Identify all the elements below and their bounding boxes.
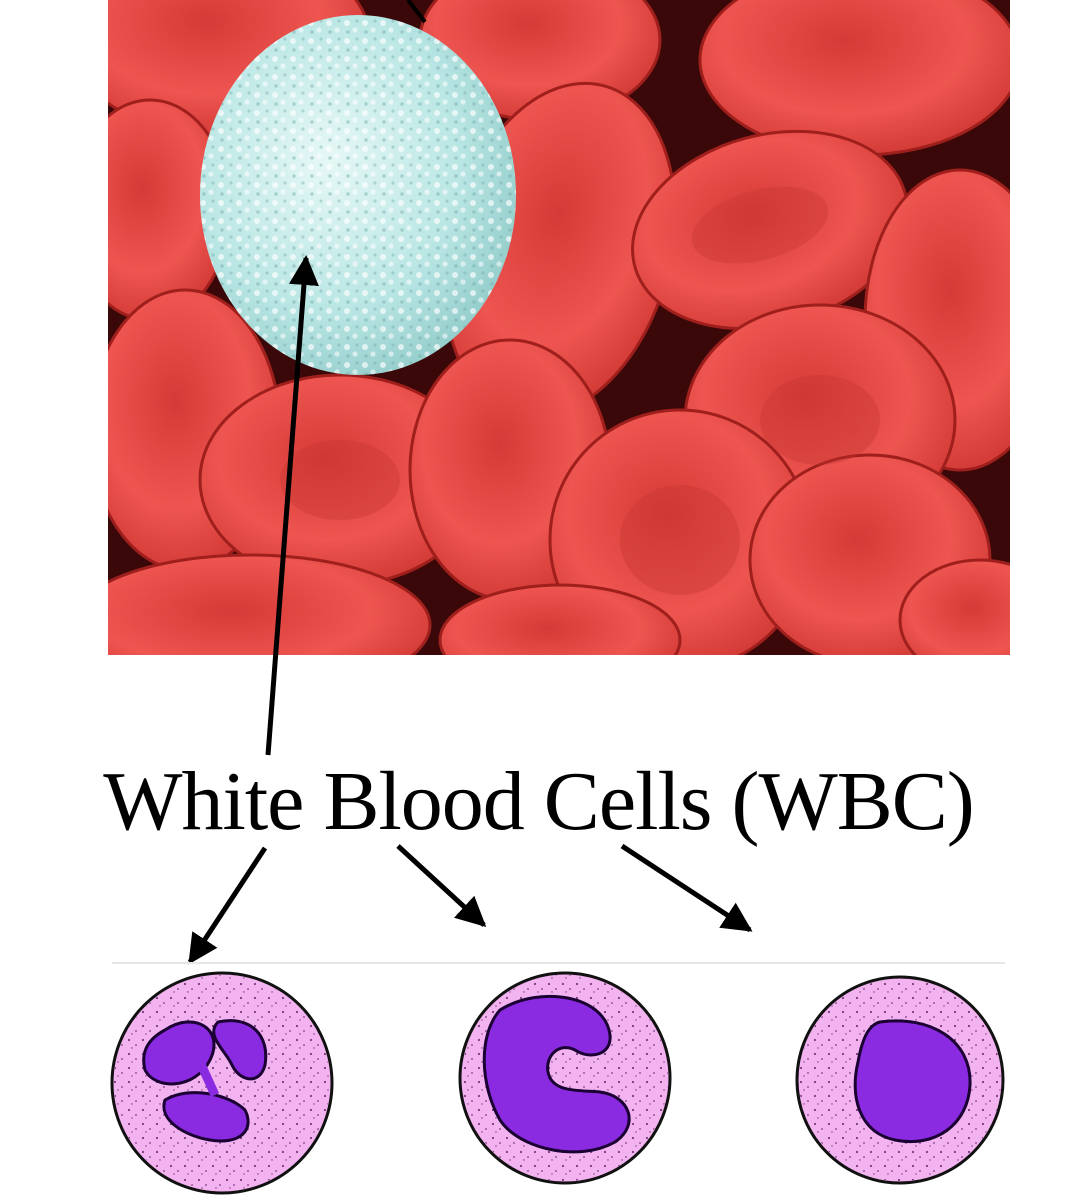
cell-illustration-3 <box>795 975 1005 1185</box>
arrows <box>187 255 753 965</box>
cell-illustration-1 <box>110 971 334 1195</box>
arrow-to-micrograph <box>265 255 319 756</box>
arrow-to-cell-1 <box>187 846 268 965</box>
diagram-label: White Blood Cells (WBC) <box>103 755 975 848</box>
micrograph-photo <box>108 0 1010 655</box>
round-nucleus <box>853 1019 972 1143</box>
red-blood-cells <box>108 0 1010 655</box>
white-blood-cell-micrograph <box>200 15 516 375</box>
arrow-to-cell-2 <box>396 844 487 928</box>
arrow-to-cell-3 <box>620 843 753 933</box>
horseshoe-nucleus <box>482 994 631 1154</box>
multi-lobed-nucleus <box>142 1019 268 1143</box>
cell-illustration-2 <box>458 971 672 1185</box>
